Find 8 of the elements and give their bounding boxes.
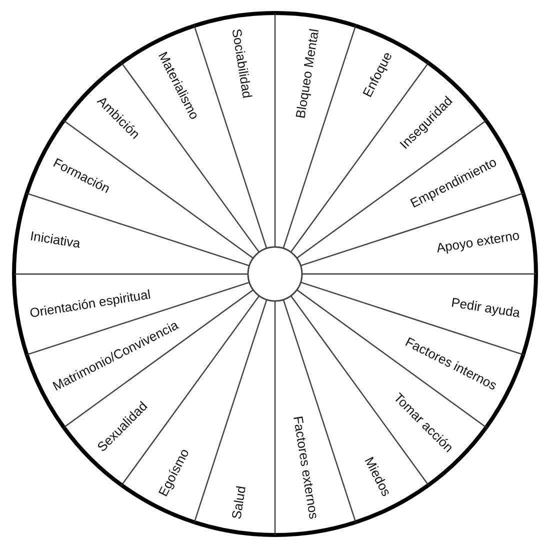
segment-label: Factores externos	[290, 415, 322, 520]
segment-label: Salud	[228, 485, 249, 520]
segment-label: Orientación espiritual	[28, 286, 152, 320]
segment-label: Sociabilidad	[228, 28, 255, 100]
segment-label: Bloqueo Mental	[292, 28, 322, 120]
segment-label: Iniciativa	[28, 228, 82, 251]
segment-label: Apoyo externo	[436, 228, 521, 256]
segment-label: Pedir ayuda	[450, 294, 522, 320]
